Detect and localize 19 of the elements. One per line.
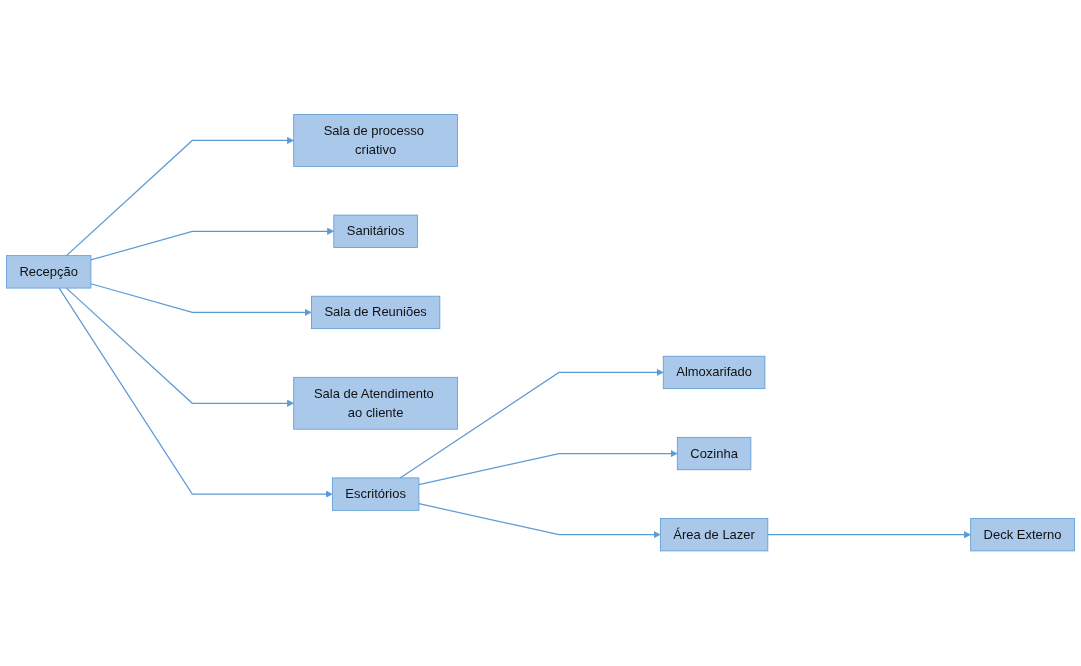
node-box: Almoxarifado [662, 356, 766, 390]
node-box: Sala de processo criativo [293, 114, 458, 168]
arrow [65, 137, 294, 257]
node-box: Sanitários [333, 214, 418, 249]
arrow [418, 503, 661, 539]
arrow [90, 283, 312, 317]
arrow [418, 450, 678, 486]
arrow [90, 228, 335, 261]
arrow [65, 287, 294, 408]
node-box: Área de Lazer [659, 518, 769, 552]
node-box: Cozinha [676, 437, 752, 471]
arrow [767, 531, 971, 539]
node-box: Recepção [6, 255, 92, 289]
arrow [58, 287, 333, 498]
node-box: Sala de Reuniões [311, 296, 441, 330]
node-box: Sala de Atendimento ao cliente [293, 377, 458, 430]
node-box: Deck Externo [970, 518, 1075, 552]
arrow [399, 369, 664, 479]
node-box: Escritórios [331, 477, 420, 512]
